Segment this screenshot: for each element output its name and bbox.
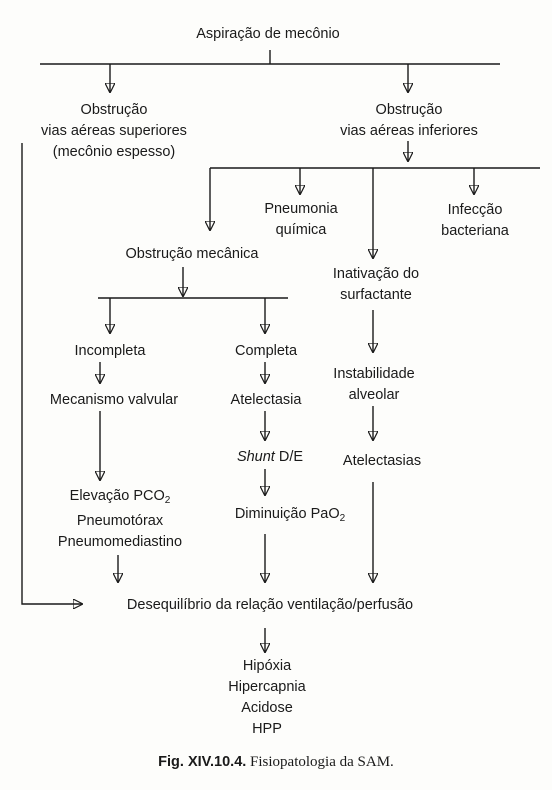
node-incompleta: Incompleta: [75, 341, 146, 362]
node-label: (mecônio espesso): [52, 144, 176, 160]
node-infeccao: Infecção bacteriana: [441, 200, 509, 242]
node-aspiracao: Aspiração de mecônio: [196, 24, 339, 45]
node-obstrucao-inferiores: Obstrução vias aéreas inferiores: [340, 100, 478, 142]
node-label: Elevação PCO: [69, 488, 165, 504]
node-label: química: [275, 222, 327, 238]
node-diminuicao-pao2: Diminuição PaO2: [235, 504, 345, 529]
node-label: Obstrução: [80, 102, 148, 118]
node-label-italic: Shunt: [236, 449, 275, 465]
connector: [21, 143, 82, 604]
node-atelectasias: Atelectasias: [343, 451, 421, 472]
node-label: Instabilidade: [333, 366, 415, 382]
node-label: Atelectasia: [230, 392, 302, 408]
node-completa: Completa: [235, 341, 297, 362]
node-shunt: Shunt D/E: [237, 447, 303, 468]
node-label: Acidose: [241, 700, 293, 716]
node-obstrucao-superiores: Obstrução vias aéreas superiores (mecôni…: [41, 100, 187, 163]
node-desfechos: Hipóxia Hipercapnia Acidose HPP: [228, 656, 305, 740]
node-label: Infecção: [447, 202, 503, 218]
node-inativacao-surfactante: Inativação do surfactante: [333, 264, 419, 306]
node-label: HPP: [252, 721, 282, 737]
node-atelectasia: Atelectasia: [231, 390, 302, 411]
node-label: Mecanismo valvular: [49, 392, 179, 408]
node-label: Aspiração de mecônio: [196, 26, 340, 42]
node-label: vias aéreas inferiores: [340, 123, 478, 139]
node-label: Pneumomediastino: [57, 534, 183, 550]
node-label: Pneumotórax: [76, 513, 164, 529]
node-pneumonia: Pneumonia química: [264, 199, 337, 241]
node-label: Desequilíbrio da relação ventilação/perf…: [126, 597, 414, 613]
node-mecanismo-valvular: Mecanismo valvular: [50, 390, 178, 411]
subscript: 2: [339, 513, 346, 524]
node-desequilibrio: Desequilíbrio da relação ventilação/perf…: [127, 595, 413, 616]
node-label: surfactante: [340, 287, 412, 303]
node-label: Inativação do: [332, 266, 420, 282]
node-label: Obstrução mecânica: [125, 246, 259, 262]
node-label: Hipercapnia: [228, 679, 306, 695]
node-label: bacteriana: [441, 223, 509, 239]
node-label: Hipóxia: [242, 658, 292, 674]
node-elevacao-pco2: Elevação PCO2 Pneumotórax Pneumomediasti…: [58, 486, 182, 553]
caption-label: Fig. XIV.10.4.: [158, 754, 247, 770]
node-label: Pneumonia: [264, 201, 338, 217]
node-label: Atelectasias: [342, 453, 422, 469]
node-label: Completa: [234, 343, 298, 359]
node-label: vias aéreas superiores: [41, 123, 187, 139]
subscript: 2: [164, 495, 171, 506]
figure-caption: Fig. XIV.10.4. Fisiopatologia da SAM.: [0, 754, 552, 771]
node-label: Obstrução: [375, 102, 443, 118]
caption-text: Fisiopatologia da SAM.: [250, 754, 394, 770]
node-label: alveolar: [348, 387, 400, 403]
node-label: D/E: [278, 449, 304, 465]
node-obstrucao-mecanica: Obstrução mecânica: [126, 244, 259, 265]
node-label: Diminuição PaO: [234, 506, 340, 522]
node-instabilidade-alveolar: Instabilidade alveolar: [333, 364, 414, 406]
node-label: Incompleta: [74, 343, 146, 359]
